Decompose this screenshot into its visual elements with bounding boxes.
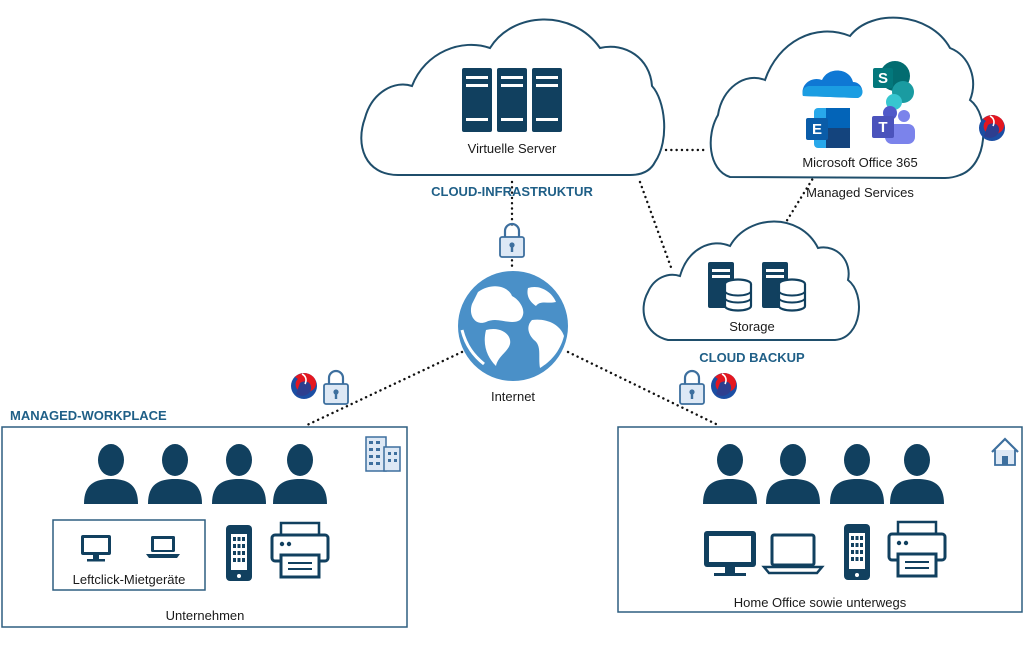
cloud-backup: Storage CLOUD BACKUP xyxy=(642,220,860,365)
svg-text:E: E xyxy=(812,121,822,138)
cloud-infrastructure-title: CLOUD-INFRASTRUKTUR xyxy=(431,184,593,199)
storage-label: Storage xyxy=(729,319,775,334)
home-office-box: Home Office sowie unterwegs xyxy=(617,426,1023,613)
lock-icon xyxy=(678,369,706,406)
rental-devices-label: Leftclick-Mietgeräte xyxy=(73,572,186,587)
managed-workplace-title: MANAGED-WORKPLACE xyxy=(10,408,167,423)
cloud-shape xyxy=(709,16,985,180)
laptop-icon xyxy=(146,536,180,558)
globe-icon xyxy=(458,271,568,381)
home-office-caption: Home Office sowie unterwegs xyxy=(734,595,907,610)
lock-icon xyxy=(498,222,526,259)
svg-text:S: S xyxy=(878,70,888,87)
cloud-shape xyxy=(642,220,860,341)
printer-icon xyxy=(270,521,330,579)
virtual-server-label: Virtuelle Server xyxy=(468,141,557,156)
swisscom-logo xyxy=(710,372,738,400)
exchange-icon: E xyxy=(806,108,850,148)
managed-workplace-box: Leftclick-Mietgeräte Unternehmen xyxy=(1,426,408,628)
house-icon xyxy=(991,437,1019,466)
lock-icon xyxy=(322,369,350,406)
office365-label: Microsoft Office 365 xyxy=(802,155,917,170)
desktop-icon xyxy=(81,535,111,562)
desktop-icon xyxy=(704,531,756,576)
swisscom-logo xyxy=(290,372,318,400)
server-rack-icon xyxy=(462,68,562,132)
sharepoint-icon: S xyxy=(873,61,914,110)
teams-icon: T xyxy=(872,106,915,144)
laptop-icon xyxy=(761,533,825,575)
swisscom-logo xyxy=(978,114,1006,142)
phone-icon xyxy=(226,525,252,581)
phone-icon xyxy=(844,524,870,580)
managed-services-caption: Managed Services xyxy=(806,185,914,200)
office-building-icon xyxy=(365,436,401,472)
onedrive-icon xyxy=(802,70,863,98)
internet-label: Internet xyxy=(491,389,535,404)
cloud-backup-title: CLOUD BACKUP xyxy=(699,350,805,365)
printer-icon xyxy=(887,520,947,578)
svg-text:T: T xyxy=(878,119,887,136)
cloud-office365: S E T Microsoft Office 365 Managed Servi… xyxy=(709,16,1006,200)
company-caption: Unternehmen xyxy=(166,608,245,623)
cloud-infrastructure: Virtuelle Server CLOUD-INFRASTRUKTUR xyxy=(360,18,666,199)
rental-devices-box xyxy=(52,519,206,591)
